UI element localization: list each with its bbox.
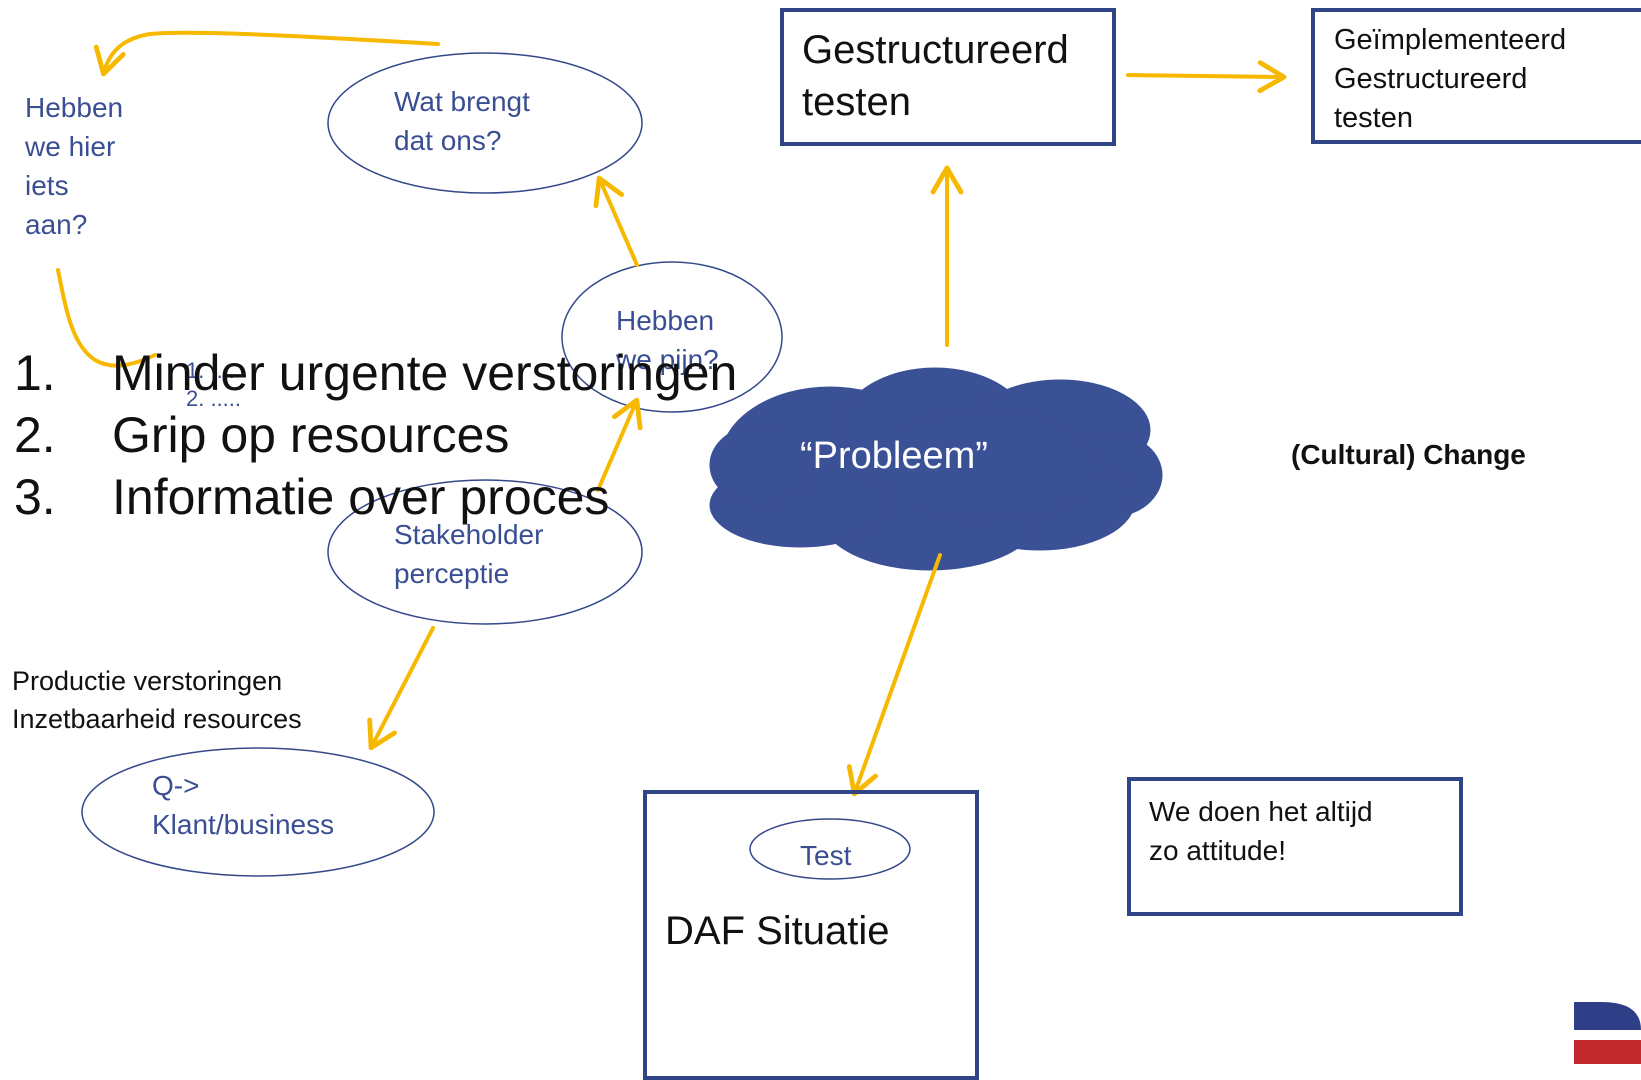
arrow-stakeholder-to-klant bbox=[367, 626, 435, 751]
big-list-item: 2.Grip op resources bbox=[14, 407, 510, 463]
big-list: 1.Minder urgente verstoringen 2.Grip op … bbox=[14, 342, 737, 528]
big-list-item: 3.Informatie over proces bbox=[14, 469, 610, 525]
klant-label: Q-> Klant/business bbox=[152, 770, 335, 840]
productie-label: Productie verstoringen Inzetbaarheid res… bbox=[12, 666, 302, 734]
daf-situatie-label: DAF Situatie bbox=[665, 909, 890, 953]
arrow-loop-left bbox=[56, 268, 157, 368]
ellipse-hebben-we-pijn bbox=[561, 261, 783, 413]
geimplementeerd-box bbox=[1311, 8, 1641, 144]
attitude-label: We doen het altijd zo attitude! bbox=[1149, 796, 1373, 866]
arrow-pijn-to-wat bbox=[593, 175, 639, 267]
ellipse-klant bbox=[81, 747, 435, 877]
geimplementeerd-label: Geïmplementeerd Gestructureerd testen bbox=[1334, 24, 1567, 134]
stakeholder-label: Stakeholder perceptie bbox=[394, 519, 544, 589]
probleem-label: “Probleem” bbox=[800, 435, 988, 477]
hebben-we-pijn-label: Hebben we pijn? bbox=[616, 305, 719, 375]
daf-logo-icon bbox=[1574, 1002, 1641, 1064]
attitude-box bbox=[1127, 777, 1463, 916]
ellipse-wat-brengt bbox=[327, 52, 643, 194]
sublist: 1. .... 2. ..... bbox=[186, 358, 242, 411]
arrow-stakeholder-to-pijn bbox=[596, 397, 643, 492]
ellipse-stakeholder bbox=[327, 479, 643, 625]
gestructureerd-testen-box bbox=[780, 8, 1116, 146]
test-label: Test bbox=[800, 840, 852, 871]
cultural-change-label: (Cultural) Change bbox=[1291, 439, 1526, 470]
arrow-to-hebben-we-hier bbox=[93, 30, 440, 77]
gestructureerd-label: Gestructureerd testen bbox=[802, 28, 1069, 124]
ellipse-test bbox=[749, 818, 911, 880]
wat-brengt-label: Wat brengt dat ons? bbox=[394, 86, 530, 156]
arrow-cloud-to-daf bbox=[846, 553, 942, 797]
big-list-item: 1.Minder urgente verstoringen bbox=[14, 345, 738, 401]
probleem-cloud bbox=[709, 367, 1163, 571]
arrow-gestructureerd-to-geimplementeerd bbox=[1126, 60, 1287, 94]
hebben-we-hier-label: Hebben we hier iets aan? bbox=[25, 92, 124, 240]
